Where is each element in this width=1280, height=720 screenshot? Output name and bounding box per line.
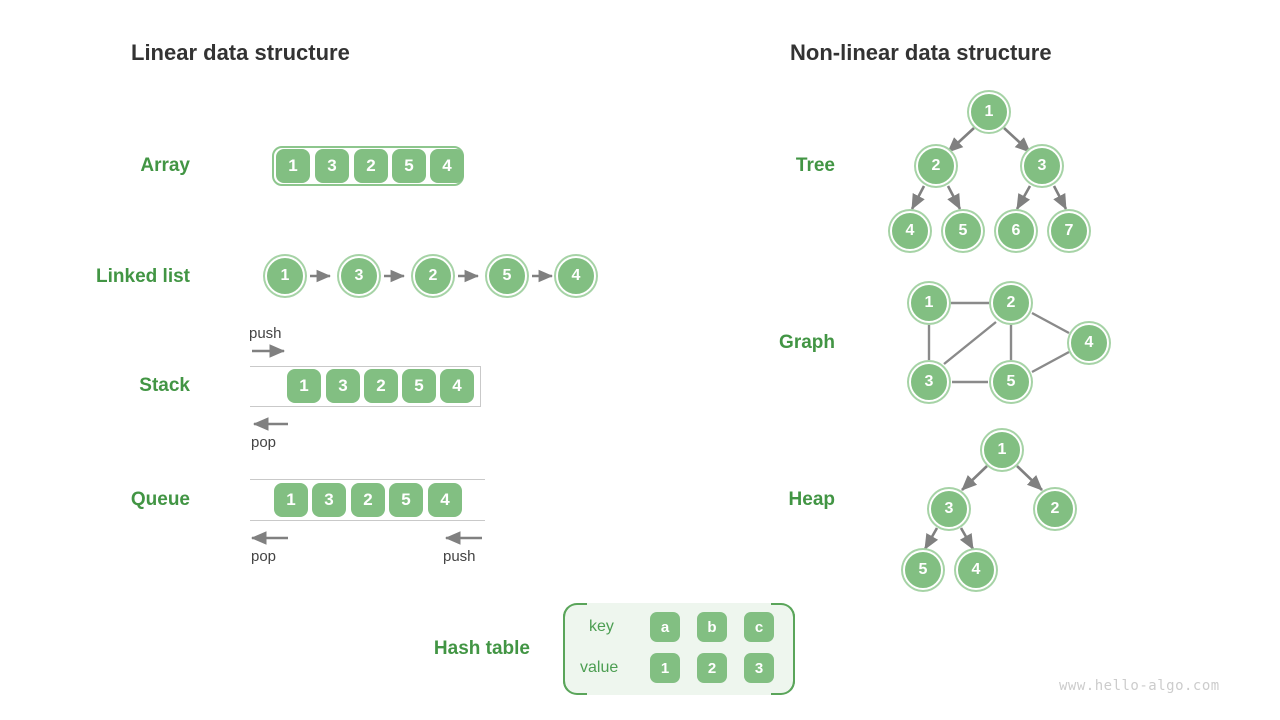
row-label-queue: Queue — [130, 489, 190, 510]
page-title-nonlinear: Non-linear data structure — [790, 40, 1052, 65]
heap-node[interactable]: 1 — [982, 430, 1022, 470]
tree-node[interactable]: 7 — [1049, 211, 1089, 251]
queue-cell[interactable]: 5 — [389, 483, 423, 517]
array-cell[interactable]: 2 — [354, 149, 388, 183]
queue-cell[interactable]: 1 — [274, 483, 308, 517]
stack-push-label: push — [249, 325, 282, 342]
graph-node[interactable]: 2 — [991, 283, 1031, 323]
tree-node[interactable]: 4 — [890, 211, 930, 251]
row-label-graph: Graph — [779, 332, 835, 353]
heap-node[interactable]: 4 — [956, 550, 996, 590]
heap-node[interactable]: 5 — [903, 550, 943, 590]
stack-cell[interactable]: 2 — [364, 369, 398, 403]
queue-cell[interactable]: 4 — [428, 483, 462, 517]
tree-node[interactable]: 5 — [943, 211, 983, 251]
stack-cell[interactable]: 3 — [326, 369, 360, 403]
row-label-heap: Heap — [788, 489, 835, 510]
tree-node[interactable]: 3 — [1022, 146, 1062, 186]
hash-panel-corner-br — [771, 679, 795, 695]
row-label-tree: Tree — [795, 155, 835, 176]
linked-list-node[interactable]: 5 — [487, 256, 527, 296]
hash-key-label: key — [589, 618, 614, 635]
hash-value-cell[interactable]: 3 — [744, 653, 774, 683]
linked-list-node[interactable]: 3 — [339, 256, 379, 296]
hash-panel-corner-tr — [771, 603, 795, 619]
array-cell[interactable]: 4 — [430, 149, 464, 183]
graph-node[interactable]: 4 — [1069, 323, 1109, 363]
hash-value-cell[interactable]: 1 — [650, 653, 680, 683]
tree-node[interactable]: 1 — [969, 92, 1009, 132]
heap-node[interactable]: 3 — [929, 489, 969, 529]
hash-value-cell[interactable]: 2 — [697, 653, 727, 683]
watermark: www.hello-algo.com — [1059, 678, 1220, 694]
array-cell[interactable]: 5 — [392, 149, 426, 183]
stack-cell[interactable]: 1 — [287, 369, 321, 403]
array-cell[interactable]: 3 — [315, 149, 349, 183]
linked-list-node[interactable]: 4 — [556, 256, 596, 296]
stack-cell[interactable]: 4 — [440, 369, 474, 403]
graph-node[interactable]: 5 — [991, 362, 1031, 402]
array-cell[interactable]: 1 — [276, 149, 310, 183]
page-title-linear: Linear data structure — [131, 40, 350, 65]
hash-key-cell[interactable]: c — [744, 612, 774, 642]
queue-push-label: push — [443, 548, 476, 565]
hash-key-cell[interactable]: a — [650, 612, 680, 642]
row-label-hash-table: Hash table — [433, 638, 530, 659]
stack-cell[interactable]: 5 — [402, 369, 436, 403]
heap-node[interactable]: 2 — [1035, 489, 1075, 529]
queue-pop-label: pop — [251, 548, 277, 565]
queue-cell[interactable]: 2 — [351, 483, 385, 517]
row-label-linked-list: Linked list — [96, 266, 190, 287]
hash-key-cell[interactable]: b — [697, 612, 727, 642]
linked-list-node[interactable]: 1 — [265, 256, 305, 296]
queue-cell[interactable]: 3 — [312, 483, 346, 517]
linked-list-node[interactable]: 2 — [413, 256, 453, 296]
graph-node[interactable]: 3 — [909, 362, 949, 402]
tree-node[interactable]: 6 — [996, 211, 1036, 251]
row-label-array: Array — [140, 155, 190, 176]
tree-node[interactable]: 2 — [916, 146, 956, 186]
graph-node[interactable]: 1 — [909, 283, 949, 323]
row-label-stack: Stack — [139, 375, 190, 396]
hash-value-label: value — [580, 659, 619, 676]
stack-pop-label: pop — [251, 434, 277, 451]
